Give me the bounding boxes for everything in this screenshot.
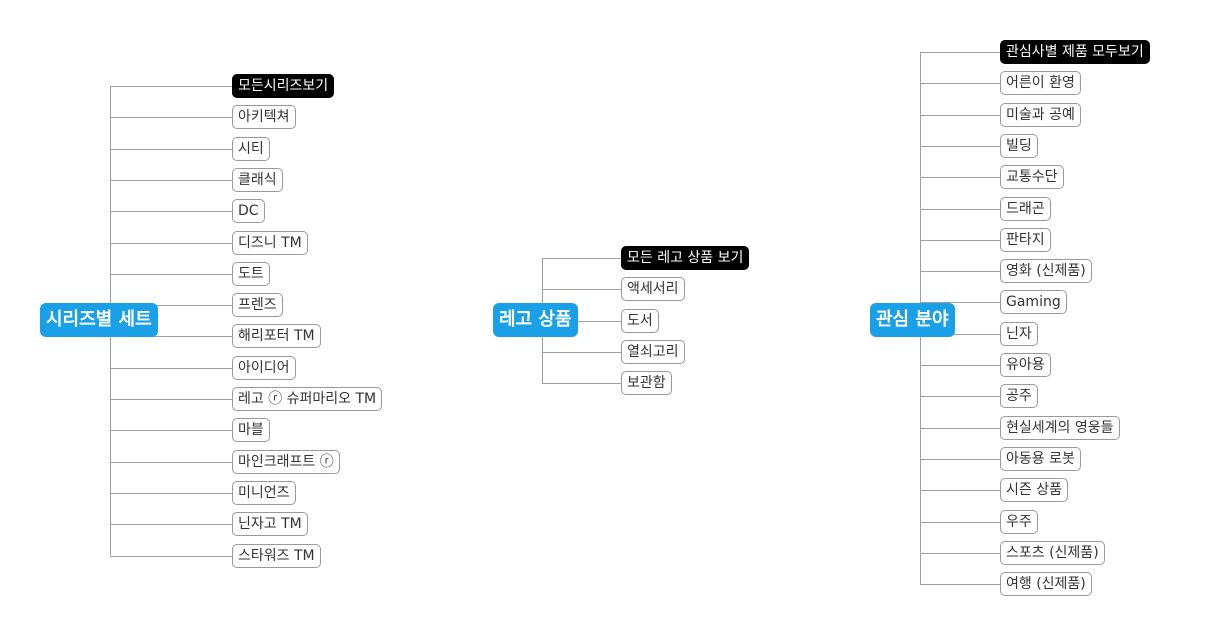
category-link[interactable]: 레고 ⓡ 슈퍼마리오 TM bbox=[232, 387, 383, 411]
category-link[interactable]: 시티 bbox=[232, 137, 270, 161]
category-link[interactable]: 보관함 bbox=[621, 371, 672, 395]
category-link[interactable]: 판타지 bbox=[1000, 228, 1051, 252]
view-all-link[interactable]: 모든시리즈보기 bbox=[232, 74, 335, 98]
category-link[interactable]: 디즈니 TM bbox=[232, 231, 308, 255]
root-topic[interactable]: 레고 상품 bbox=[493, 303, 578, 337]
category-link[interactable]: 유아용 bbox=[1000, 353, 1051, 377]
category-link[interactable]: 공주 bbox=[1000, 384, 1038, 408]
category-link[interactable]: 어른이 환영 bbox=[1000, 71, 1081, 95]
category-link[interactable]: 액세서리 bbox=[621, 277, 685, 301]
category-link[interactable]: 도서 bbox=[621, 309, 659, 333]
category-link[interactable]: 닌자 bbox=[1000, 322, 1038, 346]
root-topic[interactable]: 시리즈별 세트 bbox=[40, 303, 158, 337]
category-link[interactable]: 스타워즈 TM bbox=[232, 544, 321, 568]
view-all-link[interactable]: 모든 레고 상품 보기 bbox=[621, 246, 750, 270]
root-topic[interactable]: 관심 분야 bbox=[870, 303, 955, 337]
category-link[interactable]: 스포츠 (신제품) bbox=[1000, 541, 1105, 565]
view-all-link[interactable]: 관심사별 제품 모두보기 bbox=[1000, 40, 1150, 64]
category-link[interactable]: 아키텍쳐 bbox=[232, 105, 296, 129]
category-link[interactable]: 마블 bbox=[232, 418, 270, 442]
category-link[interactable]: 현실세계의 영웅들 bbox=[1000, 416, 1120, 440]
category-link[interactable]: 드래곤 bbox=[1000, 197, 1051, 221]
category-link[interactable]: 우주 bbox=[1000, 510, 1038, 534]
category-link[interactable]: Gaming bbox=[1000, 290, 1067, 314]
category-link[interactable]: 마인크래프트 ⓡ bbox=[232, 450, 340, 474]
category-link[interactable]: 프렌즈 bbox=[232, 293, 283, 317]
category-link[interactable]: 도트 bbox=[232, 262, 270, 286]
category-link[interactable]: 여행 (신제품) bbox=[1000, 572, 1092, 596]
category-link[interactable]: 미술과 공예 bbox=[1000, 103, 1081, 127]
category-link[interactable]: 닌자고 TM bbox=[232, 512, 308, 536]
category-link[interactable]: 해리포터 TM bbox=[232, 324, 321, 348]
category-link[interactable]: 빌딩 bbox=[1000, 134, 1038, 158]
category-link[interactable]: 시즌 상품 bbox=[1000, 478, 1068, 502]
category-link[interactable]: DC bbox=[232, 199, 265, 223]
category-link[interactable]: 열쇠고리 bbox=[621, 340, 685, 364]
category-link[interactable]: 아이디어 bbox=[232, 356, 296, 380]
category-link[interactable]: 미니언즈 bbox=[232, 481, 296, 505]
category-link[interactable]: 클래식 bbox=[232, 168, 283, 192]
category-link[interactable]: 아동용 로봇 bbox=[1000, 447, 1081, 471]
category-link[interactable]: 영화 (신제품) bbox=[1000, 259, 1092, 283]
category-link[interactable]: 교통수단 bbox=[1000, 165, 1064, 189]
